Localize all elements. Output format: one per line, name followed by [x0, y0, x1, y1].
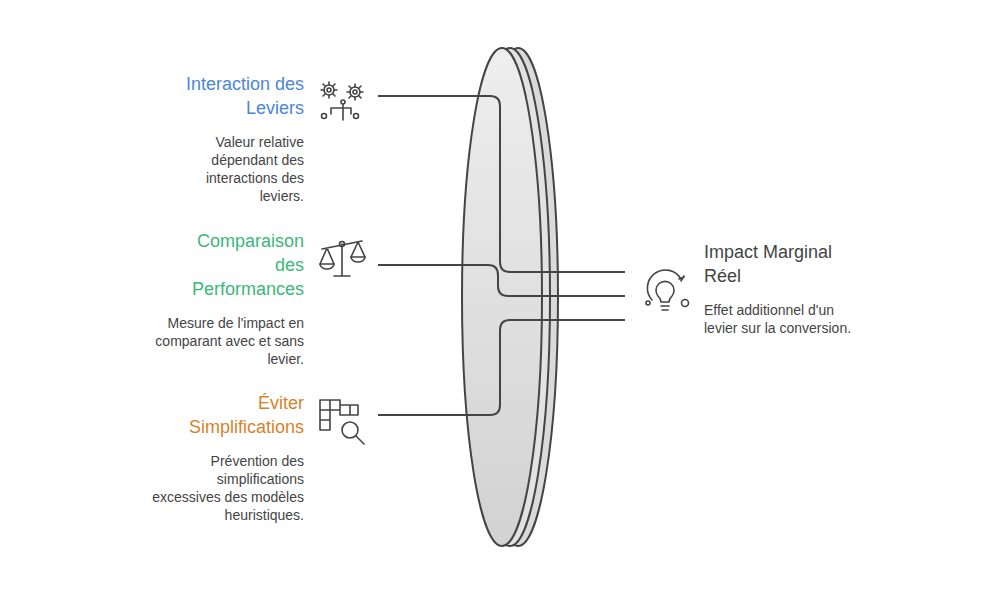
gears-icon [321, 82, 363, 120]
text-column: Comparaison des PerformancesMesure de l'… [150, 229, 372, 368]
item-title: Interaction des Leviers [164, 72, 304, 120]
result-item: Impact Marginal RéelEffet additionnel d'… [640, 240, 880, 337]
connector-line [378, 265, 625, 296]
text-column: Impact Marginal RéelEffet additionnel d'… [640, 240, 880, 337]
lever-item: Comparaison des PerformancesMesure de l'… [150, 229, 372, 368]
lever-item: Éviter SimplificationsPrévention des sim… [150, 391, 372, 524]
scales-icon [320, 241, 365, 276]
connector-line [378, 320, 625, 415]
item-description: Prévention des simplifications excessive… [150, 452, 304, 524]
item-description: Effet additionnel d'un levier sur la con… [704, 301, 856, 337]
lever-item: Interaction des LeviersValeur relative d… [150, 72, 372, 205]
lightbulb-icon [646, 270, 689, 310]
connector-line [378, 96, 625, 272]
item-description: Mesure de l'impact en comparant avec et … [150, 314, 304, 368]
text-column: Éviter SimplificationsPrévention des sim… [150, 391, 372, 524]
item-title: Impact Marginal Réel [704, 240, 864, 288]
item-description: Valeur relative dépendant des interactio… [192, 133, 304, 205]
grid-search-icon [320, 400, 364, 444]
text-column: Interaction des LeviersValeur relative d… [150, 72, 372, 205]
item-title: Éviter Simplifications [164, 391, 304, 439]
item-title: Comparaison des Performances [178, 229, 304, 301]
